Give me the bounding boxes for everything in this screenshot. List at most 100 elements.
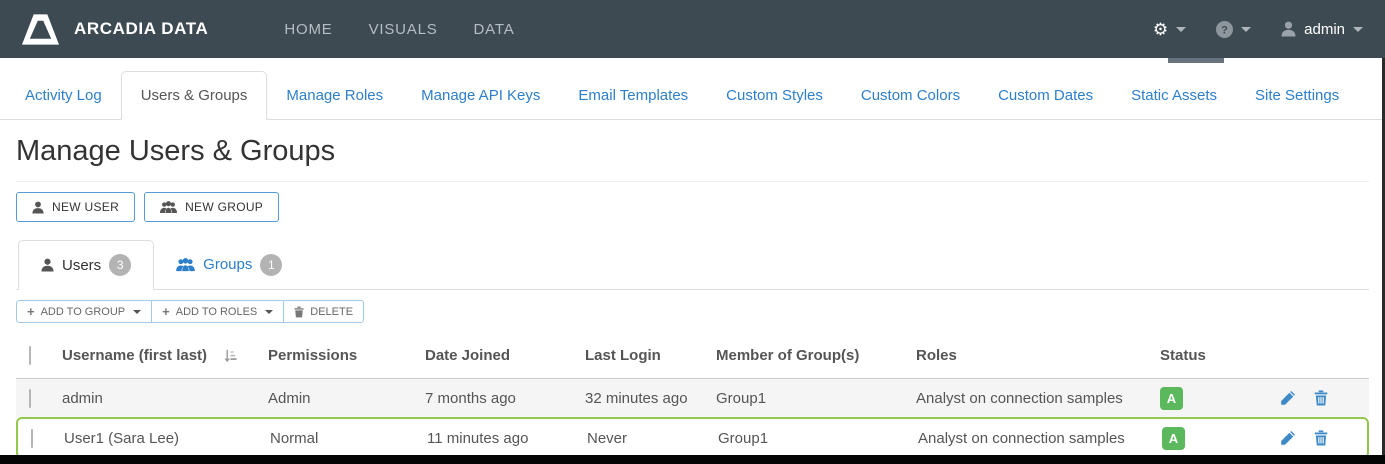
trash-icon (294, 306, 304, 318)
add-to-group-label: ADD TO GROUP (40, 305, 126, 318)
gear-icon: ⚙ (1152, 19, 1169, 39)
new-user-label: NEW USER (52, 200, 120, 214)
user-menu[interactable]: admin (1281, 21, 1363, 38)
delete-button[interactable]: DELETE (283, 300, 365, 323)
user-icon (41, 258, 54, 272)
add-to-roles-button[interactable]: + ADD TO ROLES (151, 300, 285, 323)
new-group-button[interactable]: NEW GROUP (144, 192, 280, 222)
chevron-down-icon (1241, 26, 1252, 32)
top-navbar: ARCADIA DATA HOME VISUALS DATA ⚙ ? (0, 0, 1385, 58)
col-date-joined[interactable]: Date Joined (425, 347, 511, 364)
table-header-row: Username (first last) Permissions Date J… (16, 333, 1369, 379)
tab-manage-roles[interactable]: Manage Roles (286, 87, 384, 104)
nav-item-home[interactable]: HOME (284, 20, 333, 38)
cell-date-joined: 11 minutes ago (427, 429, 529, 447)
cell-last-login: Never (587, 429, 628, 447)
users-group-icon (176, 257, 196, 272)
question-circle-icon: ? (1216, 20, 1234, 38)
subtab-groups-label: Groups (203, 256, 253, 273)
svg-text:?: ? (1221, 24, 1228, 36)
tab-users-groups[interactable]: Users & Groups (120, 71, 268, 120)
row-checkbox[interactable] (31, 428, 33, 448)
arcadia-logo-icon (22, 13, 59, 46)
horizontal-scrollbar (0, 58, 1385, 63)
nav-right: ⚙ ? admin (1152, 19, 1363, 39)
cell-member-of: Group1 (718, 429, 769, 447)
tab-custom-styles[interactable]: Custom Styles (726, 87, 823, 104)
chevron-down-icon (133, 309, 142, 314)
edit-pencil-icon[interactable] (1280, 430, 1296, 446)
subtab-users[interactable]: Users 3 (18, 240, 155, 290)
col-roles[interactable]: Roles (916, 347, 957, 364)
cell-username: admin (62, 389, 103, 407)
cell-permissions: Admin (268, 389, 311, 407)
title-divider (16, 181, 1369, 182)
tab-custom-dates[interactable]: Custom Dates (998, 87, 1094, 104)
chevron-down-icon (1176, 26, 1187, 32)
tab-site-settings[interactable]: Site Settings (1255, 87, 1340, 104)
cell-last-login: 32 minutes ago (585, 389, 688, 407)
col-member-of-groups[interactable]: Member of Group(s) (716, 347, 860, 364)
row-checkbox[interactable] (29, 388, 31, 408)
main-content: Manage Users & Groups NEW USER (0, 135, 1385, 459)
subtab-users-label: Users (62, 256, 102, 274)
col-last-login[interactable]: Last Login (585, 347, 661, 364)
bottom-window-edge (0, 455, 1385, 464)
user-icon (32, 201, 44, 214)
cell-roles: Analyst on connection samples (918, 429, 1125, 447)
add-to-roles-label: ADD TO ROLES (175, 305, 258, 318)
users-group-icon (160, 200, 178, 214)
sort-icon[interactable] (223, 349, 237, 363)
cell-roles: Analyst on connection samples (916, 389, 1123, 407)
nav-links: HOME VISUALS DATA (284, 21, 514, 38)
tab-custom-colors[interactable]: Custom Colors (860, 87, 961, 104)
horizontal-scrollbar-thumb[interactable] (1168, 58, 1224, 63)
users-table: Username (first last) Permissions Date J… (16, 333, 1369, 459)
tab-activity-log[interactable]: Activity Log (25, 87, 102, 104)
table-row-user1[interactable]: User1 (Sara Lee) Normal 11 minutes ago N… (18, 419, 1367, 457)
cell-date-joined: 7 months ago (425, 389, 516, 407)
page-title: Manage Users & Groups (16, 135, 336, 167)
status-badge-active: A (1162, 426, 1185, 450)
cell-permissions: Normal (270, 429, 319, 447)
cell-member-of: Group1 (716, 389, 767, 407)
admin-tab-bar: Activity Log Users & Groups Manage Roles… (0, 63, 1385, 120)
edit-pencil-icon[interactable] (1280, 390, 1296, 406)
trash-icon[interactable] (1314, 390, 1328, 406)
vertical-scrollbar[interactable] (1382, 58, 1385, 464)
chevron-down-icon (265, 309, 274, 314)
cell-username: User1 (Sara Lee) (64, 429, 180, 447)
select-all-checkbox[interactable] (29, 346, 31, 365)
tab-manage-api-keys[interactable]: Manage API Keys (421, 87, 541, 104)
col-status[interactable]: Status (1160, 347, 1206, 364)
settings-menu[interactable]: ⚙ (1152, 19, 1187, 39)
tab-static-assets[interactable]: Static Assets (1131, 87, 1217, 104)
delete-label: DELETE (310, 305, 354, 318)
subtab-groups[interactable]: Groups 1 (154, 240, 304, 289)
brand[interactable]: ARCADIA DATA (22, 13, 208, 46)
col-permissions[interactable]: Permissions (268, 347, 358, 364)
plus-icon: + (162, 304, 170, 319)
help-menu[interactable]: ? (1216, 20, 1252, 38)
nav-item-visuals[interactable]: VISUALS (368, 20, 438, 38)
user-icon (1281, 21, 1296, 37)
new-user-button[interactable]: NEW USER (16, 192, 136, 222)
create-buttons: NEW USER NEW GROUP (16, 192, 1369, 222)
trash-icon[interactable] (1314, 430, 1328, 446)
tab-email-templates[interactable]: Email Templates (578, 87, 689, 104)
users-groups-subtabs: Users 3 Groups 1 (16, 240, 1369, 290)
status-badge-active: A (1160, 386, 1183, 410)
bulk-actions-bar: + ADD TO GROUP + ADD TO ROLES DELETE (16, 300, 1369, 323)
chevron-down-icon (1353, 26, 1363, 32)
table-row-admin[interactable]: admin Admin 7 months ago 32 minutes ago … (16, 379, 1369, 417)
col-username[interactable]: Username (first last) (62, 347, 208, 364)
nav-item-data[interactable]: DATA (473, 20, 515, 38)
user-menu-label: admin (1304, 20, 1345, 38)
groups-count-badge: 1 (260, 253, 283, 276)
plus-icon: + (27, 304, 35, 319)
add-to-group-button[interactable]: + ADD TO GROUP (16, 300, 153, 323)
brand-name: ARCADIA DATA (74, 19, 209, 38)
users-count-badge: 3 (109, 254, 132, 276)
highlighted-row-outline: User1 (Sara Lee) Normal 11 minutes ago N… (16, 417, 1369, 459)
